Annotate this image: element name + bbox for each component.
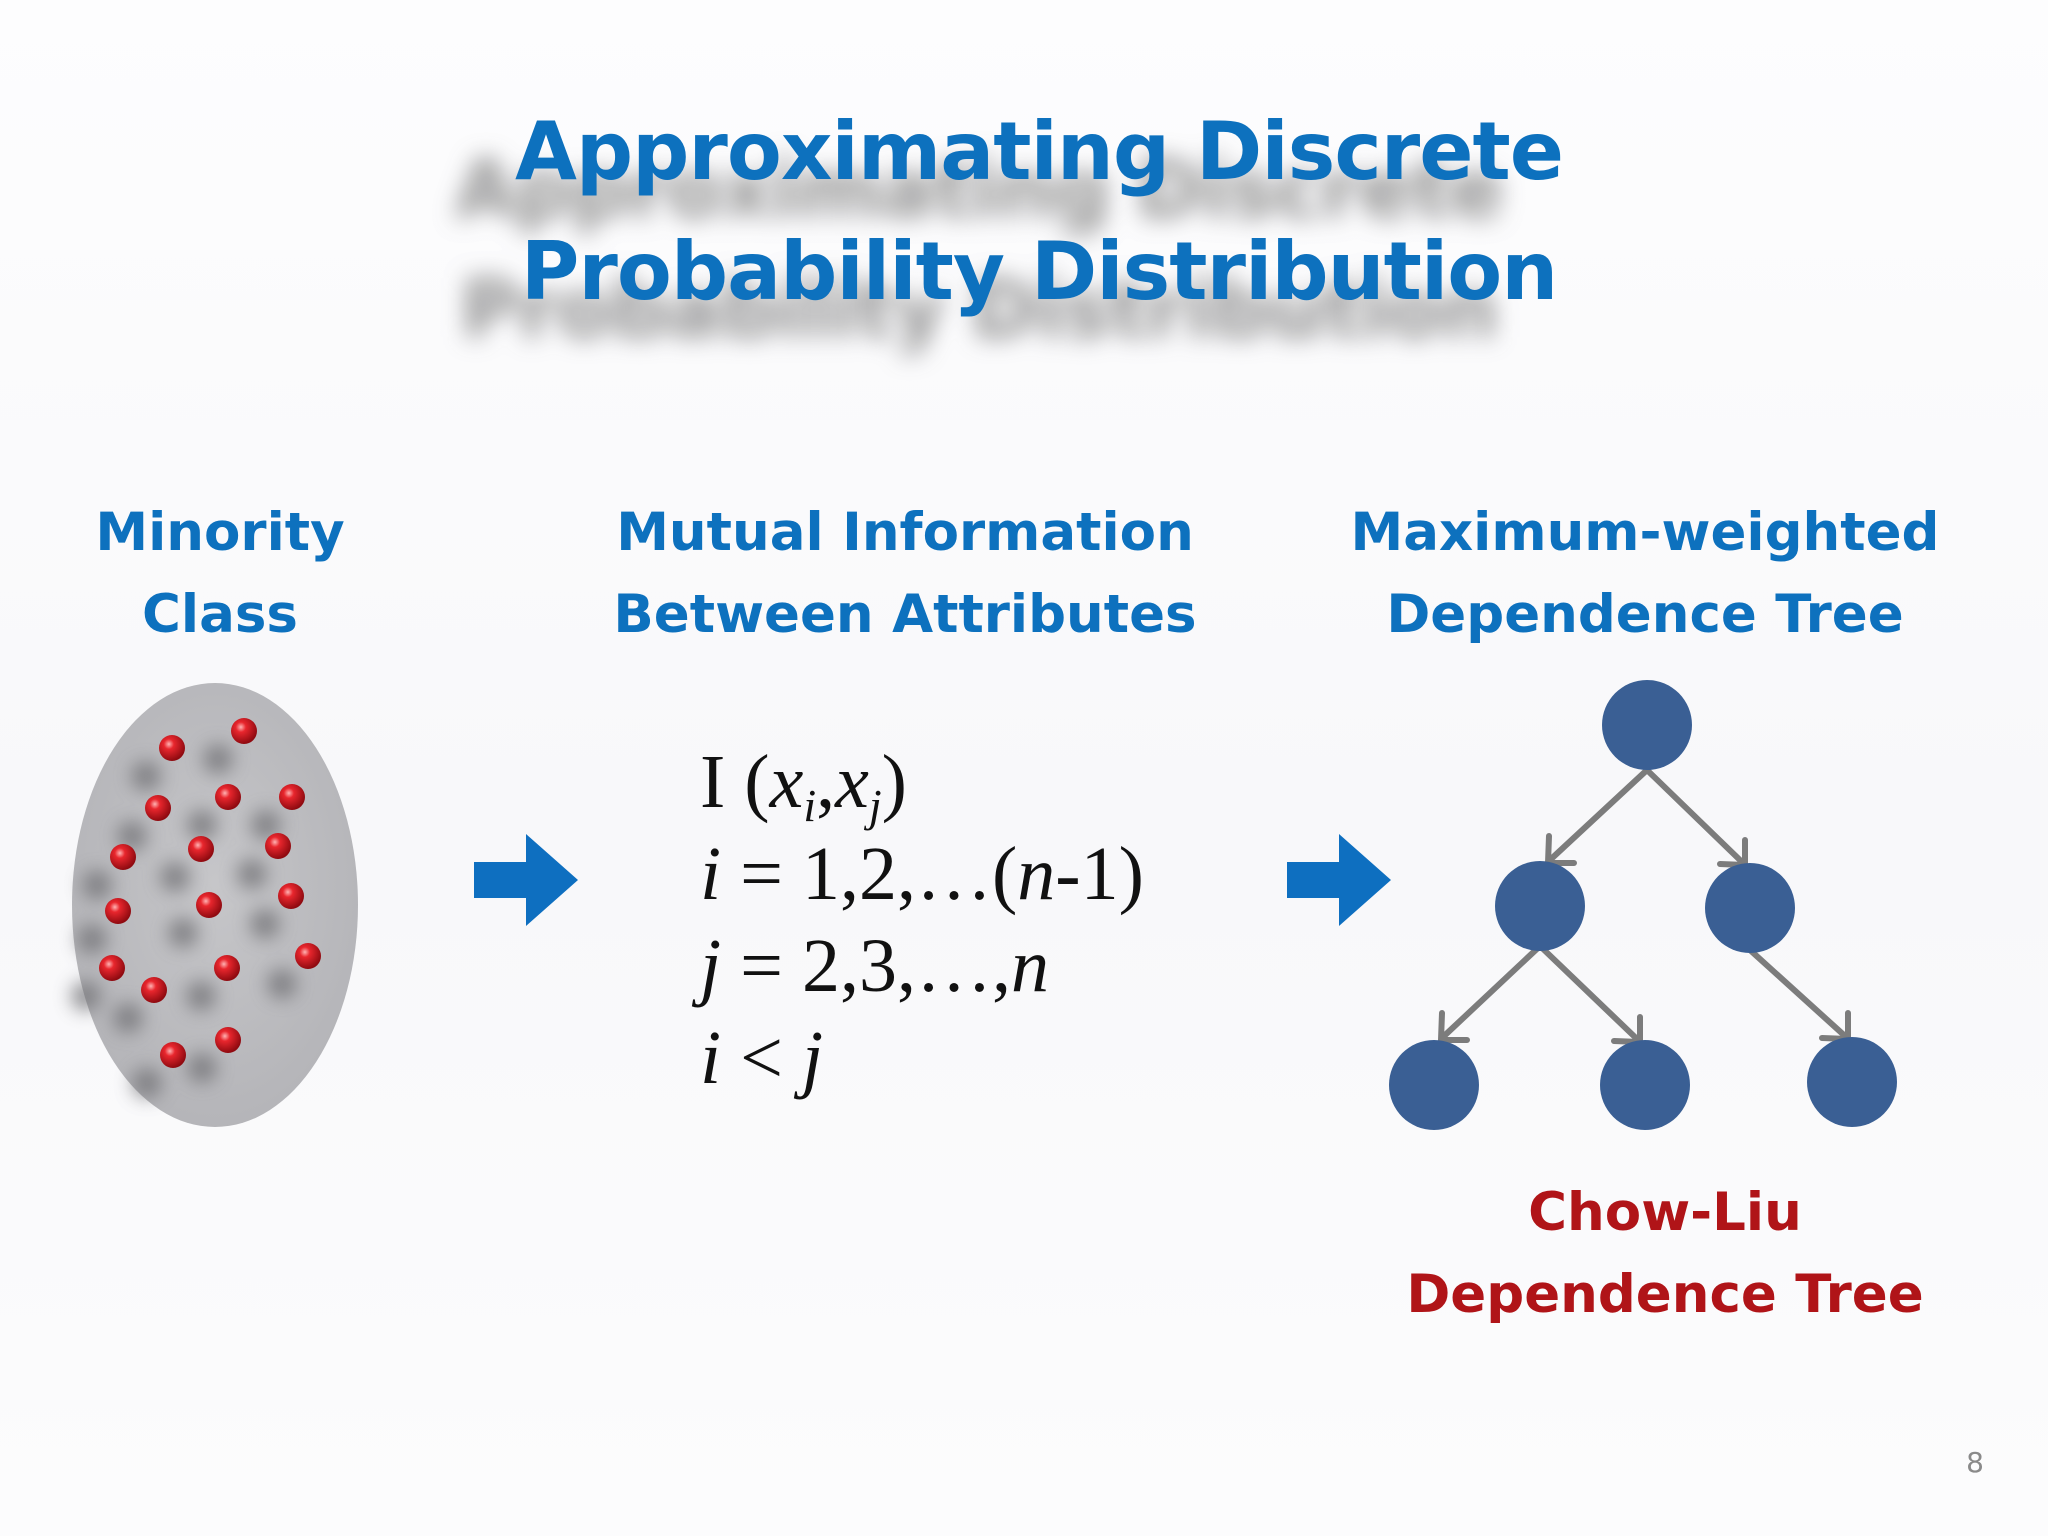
heading-line: Between Attributes (613, 584, 1197, 645)
tree-edge (1537, 943, 1640, 1042)
dot-shadow (82, 870, 112, 900)
red-dot (141, 977, 167, 1003)
tree-node (1600, 1040, 1690, 1130)
dot-shadow (186, 981, 216, 1011)
dot-shadow (267, 969, 297, 999)
minority-class-ellipse (71, 683, 358, 1127)
heading-line: Maximum-weighted (1350, 502, 1940, 563)
dot-shadow (132, 1068, 162, 1098)
heading-line: Minority (95, 502, 345, 563)
dot-shadow (237, 859, 267, 889)
heading-line: Class (142, 584, 298, 645)
dot-shadow (251, 810, 281, 840)
red-dot (295, 943, 321, 969)
tree-nodes (1389, 680, 1897, 1130)
red-dot (196, 892, 222, 918)
tree-edge (1440, 943, 1543, 1040)
page-number: 8 (1966, 1446, 1984, 1479)
chow-liu-caption: Chow-Liu Dependence Tree (1365, 1172, 1965, 1336)
right-arrow-icon (1287, 834, 1391, 926)
tree-node (1807, 1037, 1897, 1127)
dot-shadow (203, 744, 233, 774)
tree-node-root (1602, 680, 1692, 770)
slide-title: Approximating Discrete Probability Distr… (0, 92, 2048, 332)
dot-shadow (160, 862, 190, 892)
minority-class-heading: Minority Class (50, 492, 390, 656)
tree-node (1495, 861, 1585, 951)
red-dots (99, 718, 321, 1068)
heading-line: Mutual Information (616, 502, 1194, 563)
red-dot (159, 735, 185, 761)
red-dot (99, 955, 125, 981)
arrowhead (1437, 1010, 1470, 1043)
title-line-1: Approximating Discrete (514, 105, 1564, 198)
red-dot (188, 836, 214, 862)
caption-line: Chow-Liu (1528, 1182, 1802, 1243)
dot-shadow (250, 909, 280, 939)
tree-edge (1547, 767, 1650, 863)
caption-line: Dependence Tree (1406, 1264, 1924, 1325)
title-line-2: Probability Distribution (520, 225, 1558, 318)
mutual-information-formula: I (xi,xj) i = 1,2,…(n-1) j = 2,3,…,n i <… (700, 736, 1144, 1104)
title-shadow: Approximating Discrete Probability Distr… (454, 143, 1504, 356)
red-dot (160, 1042, 186, 1068)
red-dot (278, 883, 304, 909)
formula-line-2: i = 1,2,…(n-1) (700, 832, 1144, 916)
dot-shadow (113, 1003, 143, 1033)
tree-node (1389, 1040, 1479, 1130)
right-arrow-icon (474, 834, 578, 926)
red-dot (110, 844, 136, 870)
formula-line-3: j = 2,3,…,n (700, 924, 1049, 1008)
dot-shadow (187, 810, 217, 840)
red-dot (105, 898, 131, 924)
red-dot (214, 955, 240, 981)
formula-line-4: i < j (700, 1016, 824, 1100)
dot-shadow (187, 1053, 217, 1083)
red-dot (265, 833, 291, 859)
red-dot (231, 718, 257, 744)
tree-node (1705, 863, 1795, 953)
dot-shadow (117, 821, 147, 851)
heading-line: Dependence Tree (1386, 584, 1904, 645)
dot-shadows (71, 744, 297, 1098)
red-dot (145, 795, 171, 821)
red-dot (215, 784, 241, 810)
dot-shadow (168, 918, 198, 948)
dot-shadow (77, 924, 107, 954)
mutual-information-heading: Mutual Information Between Attributes (590, 492, 1220, 656)
dependence-tree (1389, 680, 1897, 1130)
tree-edge (1644, 767, 1745, 865)
formula-line-1: I (xi,xj) (700, 740, 907, 831)
dependence-tree-heading: Maximum-weighted Dependence Tree (1330, 492, 1960, 656)
dot-shadow (71, 981, 101, 1011)
dot-shadow (131, 761, 161, 791)
tree-edge (1747, 947, 1848, 1039)
red-dot (215, 1027, 241, 1053)
red-dot (279, 784, 305, 810)
